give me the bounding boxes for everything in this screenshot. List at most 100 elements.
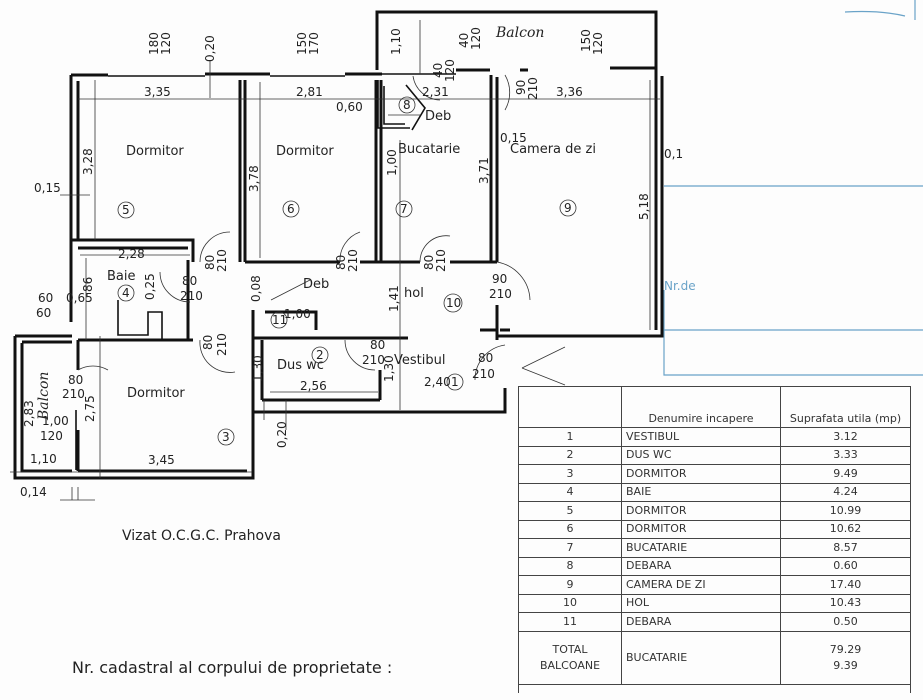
cell-area: 0.50 [780,612,911,632]
dim: 2,28 [118,247,145,261]
dim: 150 [579,29,593,52]
dim: 120 [469,27,483,50]
vizat-stamp-text: Vizat O.C.G.C. Prahova [122,528,281,544]
cell-name: CAMERA DE ZI [621,575,781,595]
cell-nr: 11 [518,612,622,632]
dim: 2,83 [22,400,36,427]
dim: 210 [215,333,229,356]
dim: 120 [591,32,605,55]
room-number-5: 5 [122,203,130,217]
cell-area: 10.99 [780,501,911,521]
total-name: BUCATARIE [621,630,781,685]
cell-name: DUS WC [621,445,781,465]
dim: 1,00 [385,149,399,176]
cell-name: BAIE [621,482,781,502]
balcony-label: BALCOANE [539,658,601,672]
dim: 60 [38,291,53,305]
dim: 1,30 [382,355,396,382]
room-number-4: 4 [122,286,130,300]
room-number-6: 6 [287,202,295,216]
dim: 120 [443,59,457,82]
dim: 210 [489,287,512,301]
cell-nr: 5 [518,501,622,521]
dim: 0,60 [336,100,363,114]
cell-name: DORMITOR [621,501,781,521]
dim: 80 [182,274,197,288]
cell-area: 10.62 [780,519,911,539]
dim: 0,20 [203,35,217,62]
room-label-camera-de-zi: Camera de zi [510,142,596,157]
dim: 0,08 [249,275,263,302]
dim: 80 [422,255,436,270]
dim: 3,28 [81,148,95,175]
door-swings [77,74,566,386]
room-label-dormitor-3: Dormitor [127,386,185,401]
cell-area: 3.12 [780,427,911,447]
room-number-10: 10 [446,296,461,310]
dim: 80 [201,335,215,350]
dim: 120 [40,429,63,443]
dim: 210 [434,249,448,272]
dim: 80 [370,338,385,352]
dim: 0,65 [66,291,93,305]
blue-note-text: Nr.de [664,279,696,293]
cell-name: DEBARA [621,612,781,632]
room-number-3: 3 [222,430,230,444]
dim: 120 [159,32,173,55]
dim: 40 [431,63,445,78]
cell-area: 8.57 [780,538,911,558]
dim: 1,30 [251,355,265,382]
dim: 2,81 [296,85,323,99]
dimension-labels: 180 120 0,20 150 170 1,10 40 120 40 120 … [20,27,696,499]
room-label-vestibul: Vestibul [394,353,445,368]
cell-nr: 6 [518,519,622,539]
dim: 1,10 [389,28,403,55]
dim: 80 [334,255,348,270]
cell-name: VESTIBUL [621,427,781,447]
dim: 170 [307,32,321,55]
room-label-deb-top: Deb [425,109,451,124]
room-label-deb: Deb [303,277,329,292]
dim: 90 [492,272,507,286]
dim: 90 [514,80,528,95]
dim: 3,35 [144,85,171,99]
table-header-row: Denumire incapere Suprafata utila (mp) [518,386,911,428]
dim: 3,36 [556,85,583,99]
cell-nr: 3 [518,464,622,484]
dim: 5,18 [637,193,651,220]
dim: 1,00 [284,307,311,321]
cell-nr: 2 [518,445,622,465]
cell-area: 4.24 [780,482,911,502]
room-number-9: 9 [564,201,572,215]
dim: 86 [81,277,95,292]
total-label: TOTAL [552,642,588,656]
room-label-bucatarie: Bucatarie [398,142,460,157]
dim: 210 [180,289,203,303]
dim: 1,41 [387,285,401,312]
total-labels: TOTAL BALCOANE [518,630,622,685]
cell-area: 3.33 [780,445,911,465]
cell-name: DORMITOR [621,519,781,539]
dim: 80 [478,351,493,365]
cell-name: HOL [621,593,781,613]
dim: 80 [203,255,217,270]
room-number-8: 8 [403,98,411,112]
room-number-markers: 1 2 3 4 5 6 7 8 9 10 11 [117,96,577,446]
cell-area: 17.40 [780,575,911,595]
dim: 210 [215,249,229,272]
dim: 1,00 [42,414,69,428]
cell-nr: 10 [518,593,622,613]
dim: 2,56 [300,379,327,393]
cell-area: 0.60 [780,556,911,576]
cell-area: 10.43 [780,593,911,613]
dim: 210 [472,367,495,381]
